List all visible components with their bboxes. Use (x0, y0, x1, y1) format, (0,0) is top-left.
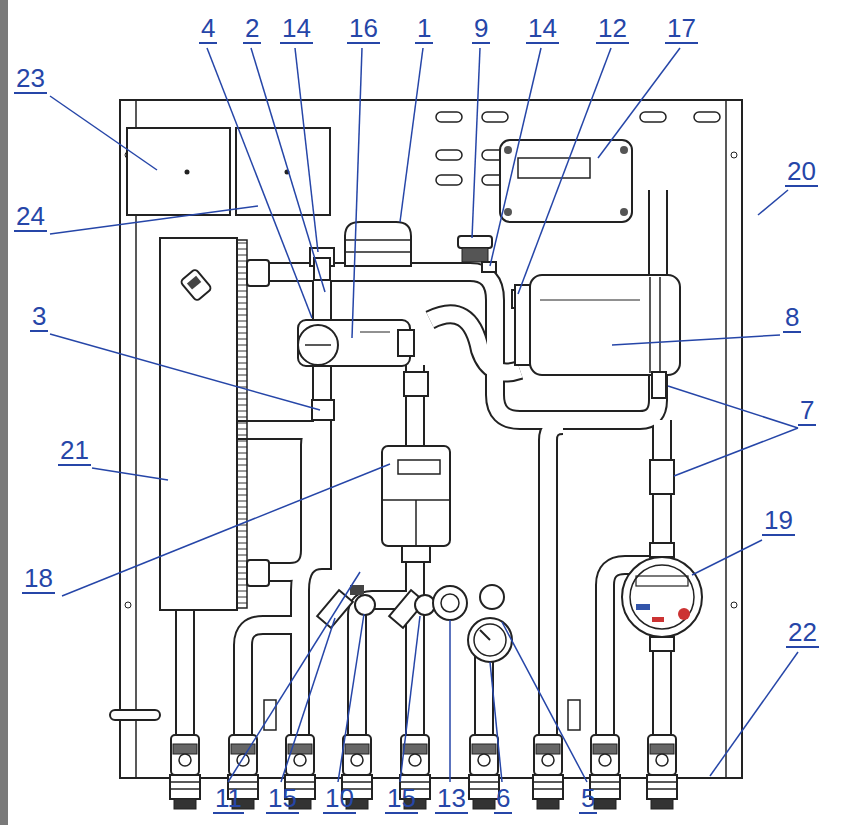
callout-number: 24 (14, 202, 47, 232)
callout-number: 5 (579, 784, 597, 814)
callout-number: 14 (526, 14, 559, 44)
callout-number: 1 (415, 14, 433, 44)
callout-number: 11 (213, 784, 244, 814)
callout-number: 13 (435, 784, 468, 814)
callout-number: 10 (323, 784, 356, 814)
callout-number: 3 (30, 302, 48, 332)
callout-number: 21 (58, 436, 91, 466)
leader-lines (50, 48, 798, 782)
callout-number: 16 (347, 14, 380, 44)
callout-number: 22 (786, 618, 819, 648)
callout-number: 7 (798, 396, 816, 426)
callout-number: 15 (266, 784, 299, 814)
callout-number: 4 (199, 14, 217, 44)
callout-number: 18 (22, 564, 55, 594)
callout-number: 9 (472, 14, 490, 44)
callout-number: 17 (665, 14, 698, 44)
callout-number: 8 (783, 303, 801, 333)
callout-number: 6 (494, 784, 512, 814)
callout-number: 2 (243, 14, 261, 44)
callout-number: 14 (280, 14, 313, 44)
callout-number: 19 (762, 506, 795, 536)
callout-number: 12 (596, 14, 629, 44)
callout-number: 20 (785, 157, 818, 187)
callout-number: 23 (14, 64, 47, 94)
callout-number: 15 (385, 784, 418, 814)
